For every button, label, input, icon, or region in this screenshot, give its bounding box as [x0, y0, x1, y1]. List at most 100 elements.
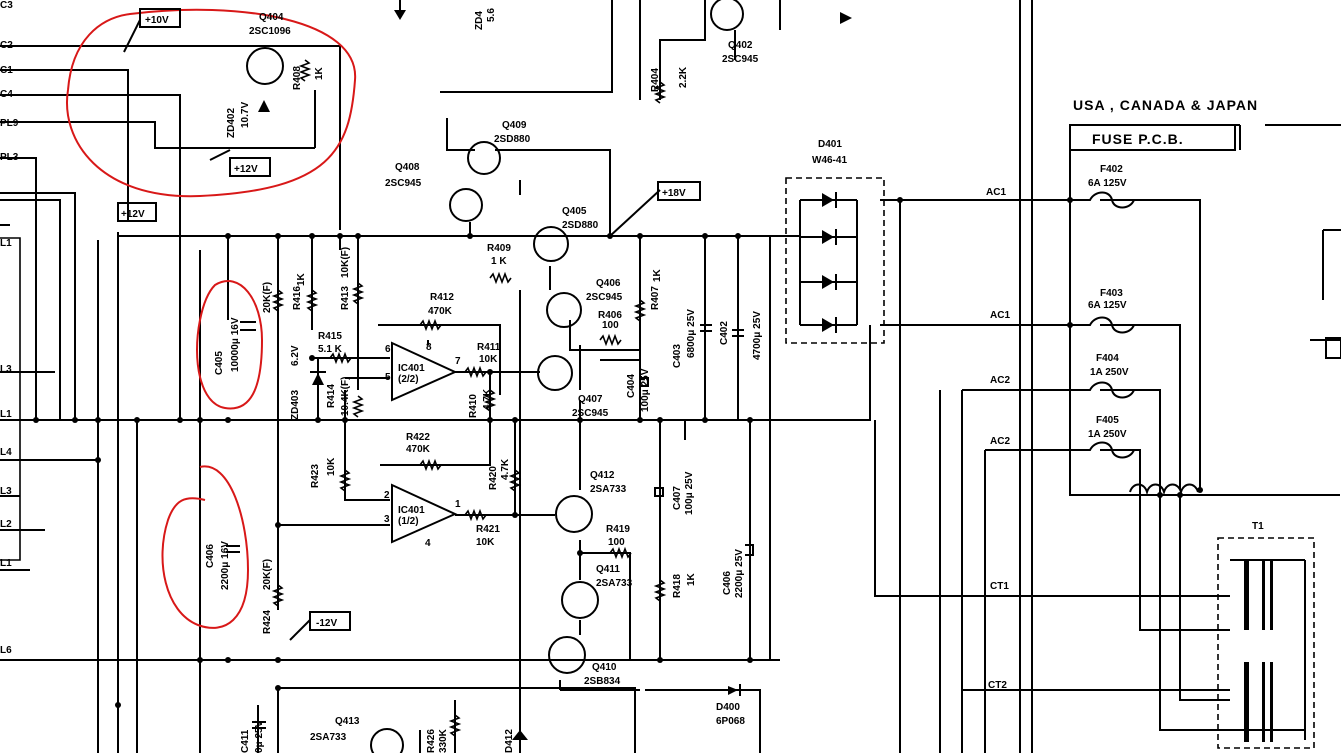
r418-value: 1K	[686, 572, 697, 586]
zd402-value: 10.7V	[240, 102, 251, 128]
c406a-ref: C406	[205, 544, 216, 568]
d401-ref: D401	[818, 139, 842, 150]
r407-value: 1K	[652, 268, 663, 282]
ic401b-ref: IC401	[398, 505, 425, 516]
fuse-board-region: USA , CANADA & JAPAN	[1073, 97, 1258, 113]
r419-ref: R419	[606, 524, 630, 535]
conn-l1-b: L1	[0, 409, 12, 420]
f404-rating: 1A 250V	[1090, 367, 1129, 378]
q407-part: 2SC945	[572, 408, 609, 419]
schematic-labels: +10V +12V +12V +18V -12V USA , CANADA & …	[0, 0, 1264, 753]
d412-ref: D412	[504, 729, 515, 753]
c403-value: 6800μ 25V	[686, 309, 697, 358]
r411-value: 10K	[479, 354, 498, 365]
r413-value: 10K(F)	[340, 247, 351, 278]
q409-part: 2SD880	[494, 134, 531, 145]
d400-part: 6P068	[716, 716, 745, 727]
opamps	[391, 341, 458, 544]
r426-ref: R426	[426, 729, 437, 753]
fuse-board-title: FUSE P.C.B.	[1092, 131, 1184, 147]
conn-c4: C4	[0, 89, 13, 100]
net-ct2: CT2	[988, 680, 1007, 691]
pin-2: 2	[384, 490, 390, 501]
r424-ref: R424	[262, 610, 273, 634]
f405-rating: 1A 250V	[1088, 429, 1127, 440]
r412-ref: R412	[430, 292, 454, 303]
q413-ref: Q413	[335, 716, 360, 727]
conn-l1-a: L1	[0, 238, 12, 249]
q404-part: 2SC1096	[249, 26, 291, 37]
conn-l2: L2	[0, 519, 12, 530]
q408-part: 2SC945	[385, 178, 422, 189]
conn-l3-a: L3	[0, 364, 12, 375]
ic401a-ref: IC401	[398, 363, 425, 374]
pin-3: 3	[384, 514, 390, 525]
c407-ref: C407	[672, 486, 683, 510]
r415-ref: R415	[318, 331, 342, 342]
r404-value: 2.2K	[678, 66, 689, 88]
d400-ref: D400	[716, 702, 740, 713]
fuses	[1070, 191, 1135, 459]
r416-value: 1K	[296, 272, 307, 286]
r410-ref: R410	[468, 394, 479, 418]
ic401a-unit: (2/2)	[398, 374, 419, 385]
r423-value: 10K	[326, 457, 337, 476]
q408-ref: Q408	[395, 162, 420, 173]
r408-ref: R408	[292, 66, 303, 90]
r416-ref: R416	[292, 286, 303, 310]
c403-ref: C403	[672, 344, 683, 368]
c406a-value: 2200μ 16V	[220, 541, 231, 590]
q410-part: 2SB834	[584, 676, 621, 687]
c406b-value: 2200μ 25V	[734, 549, 745, 598]
rail-n12-label: -12V	[316, 618, 337, 629]
r421-ref: R421	[476, 524, 500, 535]
f403-rating: 6A 125V	[1088, 300, 1127, 311]
r414-value: 10.4K(F)	[340, 377, 351, 416]
transistors	[246, 0, 744, 753]
q411-part: 2SA733	[596, 578, 633, 589]
r414-ref: R414	[326, 384, 337, 408]
ic401b-unit: (1/2)	[398, 516, 419, 527]
r407-ref: R407	[650, 286, 661, 310]
pin-7: 7	[455, 356, 461, 367]
conn-c3: C3	[0, 0, 13, 11]
r409-value: 1 K	[491, 256, 507, 267]
bridge-rectifier-d401	[785, 177, 885, 344]
q409-ref: Q409	[502, 120, 527, 131]
r421-value: 10K	[476, 537, 495, 548]
net-ac1-a: AC1	[986, 187, 1006, 198]
r417-value: 20K(F)	[262, 282, 273, 313]
r413-ref: R413	[340, 286, 351, 310]
transformer-t1	[1217, 537, 1315, 749]
q412-ref: Q412	[590, 470, 615, 481]
r404-ref: R404	[650, 68, 661, 92]
r409-ref: R409	[487, 243, 511, 254]
zd402-ref: ZD402	[226, 108, 237, 138]
f403-ref: F403	[1100, 288, 1123, 299]
zd403-value: 6.2V	[290, 345, 301, 366]
r419-value: 100	[608, 537, 625, 548]
r412-value: 470K	[428, 306, 453, 317]
r422-value: 470K	[406, 444, 431, 455]
net-ac1-b: AC1	[990, 310, 1010, 321]
q411-ref: Q411	[596, 564, 620, 575]
q406-part: 2SC945	[586, 292, 623, 303]
pin-6: 6	[385, 344, 391, 355]
line-filter-coil	[1129, 483, 1199, 496]
d401-part: W46-41	[812, 155, 847, 166]
zd403-ref: ZD403	[290, 390, 301, 420]
r411-ref: R411	[477, 342, 501, 353]
c411-value: 0μ 25V	[254, 720, 265, 753]
c411-ref: C411	[240, 729, 251, 753]
zd4x-ref: ZD4	[474, 11, 485, 30]
net-ac2-b: AC2	[990, 436, 1010, 447]
conn-l6: L6	[0, 645, 12, 656]
capacitors	[226, 321, 754, 729]
conn-pl3: PL3	[0, 152, 19, 163]
r420-value: 4.7K	[500, 458, 511, 480]
q407-ref: Q407	[578, 394, 603, 405]
c406b-ref: C406	[722, 571, 733, 595]
q406-ref: Q406	[596, 278, 621, 289]
q405-ref: Q405	[562, 206, 587, 217]
